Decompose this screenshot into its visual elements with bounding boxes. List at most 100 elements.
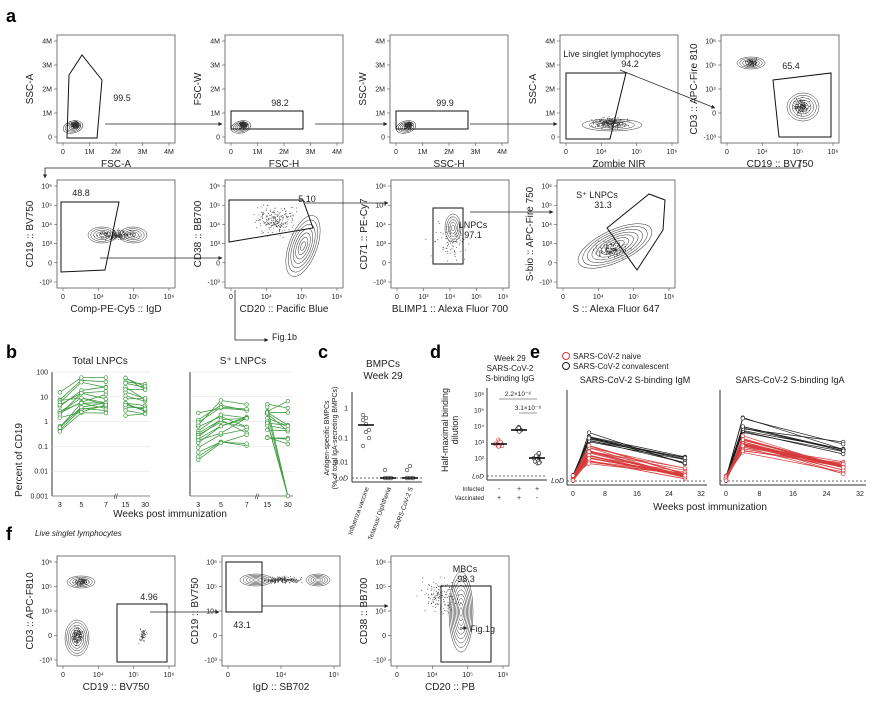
y-axis-label: SSC-A (528, 73, 539, 104)
contour-line (73, 632, 81, 644)
data-point (103, 389, 109, 394)
contour-line (252, 578, 260, 582)
subject-trajectory (125, 382, 146, 388)
contour-line (446, 216, 460, 240)
x-tick-label: 10⁶ (498, 294, 509, 301)
x-tick-label: 0 (564, 149, 568, 156)
y-axis-label: SSC-A (25, 73, 36, 104)
data-point (740, 433, 745, 438)
data-point (265, 415, 270, 421)
y-tick-label: 10⁶ (375, 184, 386, 191)
data-point (79, 390, 84, 396)
panel-b-title-1: Total LNPCs (72, 356, 128, 367)
data-point (244, 416, 249, 421)
contour-line (70, 125, 76, 129)
category-label: Tetanus/ Diphtheria (367, 486, 393, 541)
y-tick-label: 0 (382, 633, 386, 640)
x-tick-label: 0 (394, 149, 398, 156)
data-point (285, 405, 291, 411)
x-tick-label: 30 (284, 502, 292, 509)
y-tick-label: 10⁵ (206, 584, 217, 591)
contour-line (786, 92, 820, 122)
panel-d-ylabel-2: dilution (450, 416, 460, 445)
y-tick-label: 2M (42, 87, 52, 94)
data-point (57, 402, 62, 408)
y-tick-label: 10³ (376, 241, 387, 248)
y-tick-label: 10² (475, 456, 485, 463)
contour-line (587, 229, 643, 263)
y-tick-label: 100 (36, 370, 48, 377)
x-tick-label: 0 (229, 149, 233, 156)
contour-line (297, 237, 309, 255)
data-point (740, 424, 745, 429)
data-point (841, 471, 846, 476)
panel-label-f: f (6, 524, 13, 544)
contour-line (288, 219, 318, 273)
x-axis-label: CD20 :: PB (425, 682, 475, 693)
x-tick-label: 0 (229, 294, 233, 301)
panel-c-title: BMPCs (366, 359, 400, 370)
y-tick-label: 10⁵ (41, 584, 52, 591)
y-tick-label: -10³ (704, 135, 717, 142)
data-point (196, 457, 201, 463)
data-point (586, 443, 592, 448)
x-tick-label: 8 (603, 491, 607, 498)
data-point (740, 443, 745, 448)
gate-name: LNPCs (459, 220, 488, 230)
x-axis-label: BLIMP1 :: Alexa Fluor 700 (392, 304, 509, 315)
y-tick-label: LoD (335, 476, 348, 483)
gate-frequency: 99.9 (436, 98, 454, 108)
contour-line (449, 222, 457, 234)
x-tick-label: 10⁴ (445, 294, 456, 301)
y-tick-label: 10⁴ (705, 87, 716, 94)
panel-label-b: b (6, 342, 17, 362)
event-dots (138, 628, 148, 645)
panel-d-plot: 10⁶10⁵10⁴10³10²LoD2.2×10⁻⁶3.1×10⁻⁸Infect… (455, 388, 547, 502)
panel-d-title-3: S-binding IgG (486, 374, 535, 383)
plot-frame (56, 179, 176, 289)
y-axis-label: CD71 :: PE-Cy7 (359, 198, 370, 270)
data-point (407, 463, 413, 469)
data-point (265, 435, 270, 440)
y-tick-label: 10⁵ (541, 203, 552, 210)
contour-line (93, 229, 111, 241)
contour-line (447, 219, 459, 237)
data-point (218, 440, 224, 446)
y-tick-label: 10⁴ (41, 609, 52, 616)
contour-line (458, 602, 464, 622)
data-point (723, 478, 729, 483)
x-tick-label: 10³ (418, 294, 429, 301)
plot-frame (720, 34, 840, 144)
y-axis-label: FSC-W (193, 72, 204, 105)
gate-frequency: 4.96 (140, 592, 158, 602)
data-point (123, 408, 128, 413)
data-point (536, 460, 542, 465)
contour-line (605, 240, 625, 252)
category-label: Influenza vaccine (347, 486, 371, 536)
subject-trajectory (198, 434, 247, 461)
contour-line (230, 120, 252, 134)
x-tick-label: 10⁶ (164, 672, 175, 679)
panel-b-xlabel: Weeks post immunization (113, 509, 227, 520)
event-dots (253, 204, 297, 238)
y-tick-label: 1M (42, 111, 52, 118)
x-tick-label: 10⁴ (427, 672, 438, 679)
gate-outline (432, 207, 464, 265)
data-point (123, 375, 128, 380)
gating-arrow (43, 160, 801, 179)
y-tick-label: -10³ (40, 280, 53, 287)
contour-line (456, 598, 466, 626)
contour-line (610, 242, 620, 250)
x-axis-label: FSC-H (269, 159, 300, 170)
contour-line (739, 57, 763, 69)
data-point (103, 379, 109, 384)
data-point (586, 436, 592, 441)
x-tick-label: 10⁵ (628, 294, 639, 301)
subject-trajectory (267, 424, 288, 430)
